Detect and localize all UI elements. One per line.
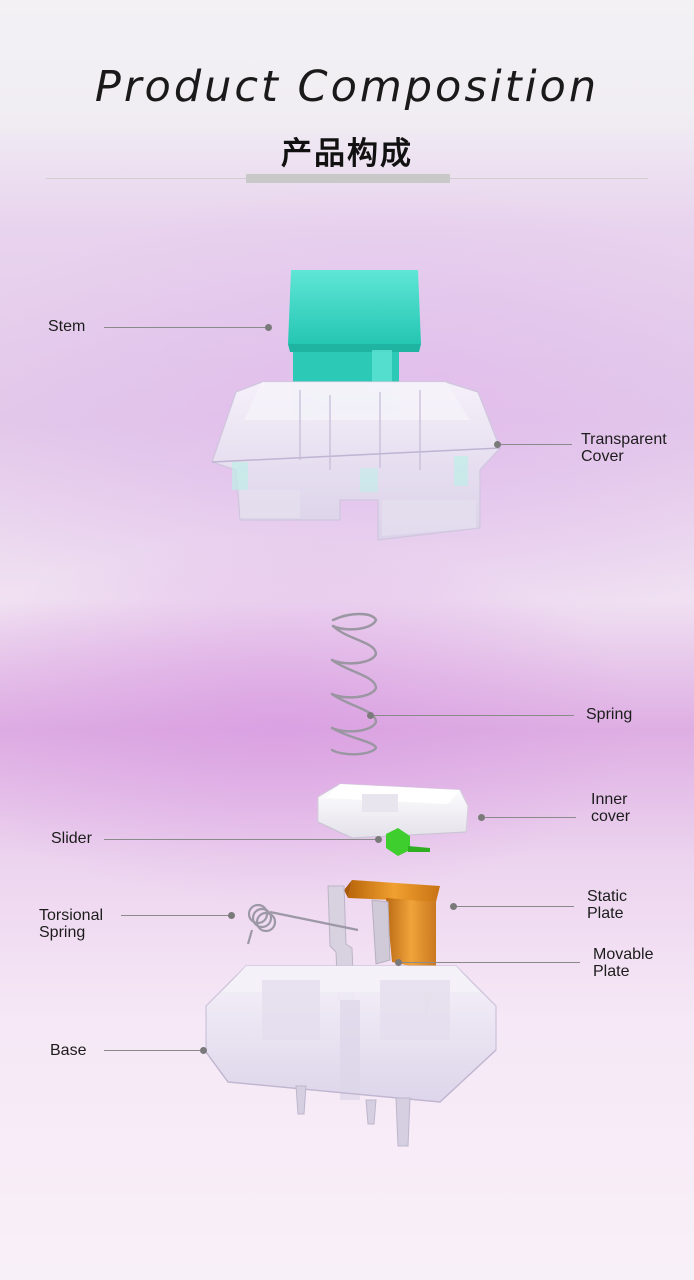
label-inner-cover: Inner cover <box>591 791 631 825</box>
leader-dot-inner-cover <box>478 814 485 821</box>
title-chinese: 产品构成 <box>281 136 413 172</box>
label-stem: Stem <box>48 318 86 335</box>
leader-dot-base <box>200 1047 207 1054</box>
transparent-cover-part <box>211 381 501 541</box>
leader-inner-cover <box>484 817 576 818</box>
leader-static-plate <box>456 906 574 907</box>
label-transparent-cover: Transparent Cover <box>581 431 667 465</box>
label-static-plate: Static Plate <box>587 888 628 922</box>
spring-part <box>330 612 378 756</box>
torsional-spring-part <box>246 903 359 945</box>
label-base: Base <box>50 1042 87 1059</box>
leader-stem <box>104 327 268 328</box>
inner-cover-part <box>317 783 469 839</box>
leader-dot-torsional-spring <box>228 912 235 919</box>
leader-slider <box>104 839 378 840</box>
leader-dot-static-plate <box>450 903 457 910</box>
leader-dot-transparent-cover <box>494 441 501 448</box>
base-part <box>205 965 497 1147</box>
leader-spring <box>372 715 574 716</box>
leader-dot-slider <box>375 836 382 843</box>
leader-transparent-cover <box>500 444 572 445</box>
leader-movable-plate <box>400 962 580 963</box>
label-torsional-spring: Torsional Spring <box>39 907 104 941</box>
header-accent-bar <box>246 174 450 183</box>
label-spring: Spring <box>586 706 633 723</box>
leader-torsional-spring <box>121 915 230 916</box>
leader-dot-stem <box>265 324 272 331</box>
leader-dot-movable-plate <box>395 959 402 966</box>
label-movable-plate: Movable Plate <box>593 946 654 980</box>
leader-dot-spring <box>367 712 374 719</box>
label-slider: Slider <box>51 830 92 847</box>
leader-base <box>104 1050 204 1051</box>
slider-part <box>386 828 430 856</box>
title-english: Product Composition <box>94 62 600 112</box>
